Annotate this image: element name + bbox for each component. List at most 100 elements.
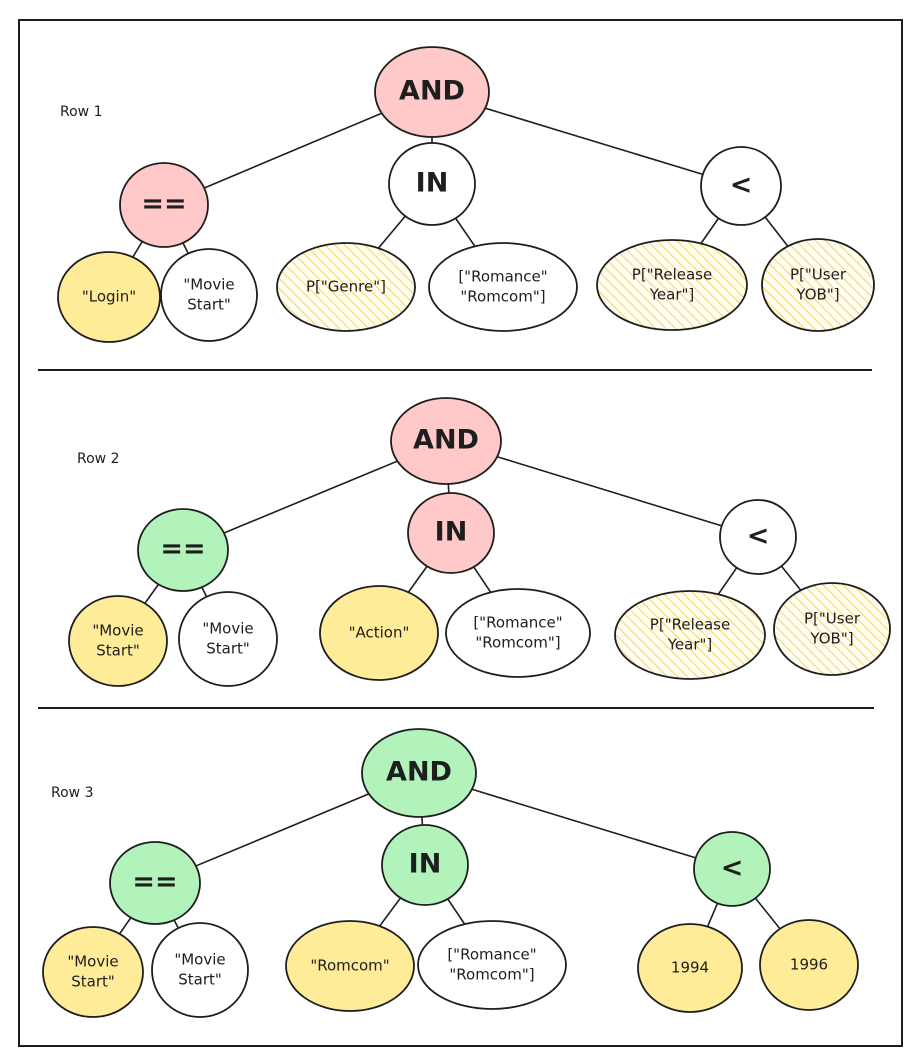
- edge-r1-and-to-r1-lt: [484, 107, 704, 176]
- node-label-r1-list-0: ["Romance": [458, 268, 547, 286]
- node-r1-genre: P["Genre"]: [276, 242, 416, 332]
- node-label-r1-eq-0: ==: [141, 189, 186, 220]
- node-shape-r2-action: [319, 585, 439, 681]
- node-label-r2-moviestart-b-0: "Movie: [202, 620, 253, 638]
- node-label-r1-release-0: P["Release: [632, 266, 712, 284]
- node-label-r2-action-0: "Action": [349, 624, 410, 642]
- edge-r3-eq-to-r3-moviestart-a: [118, 916, 132, 935]
- edge-r1-in-to-r1-genre: [377, 215, 407, 249]
- node-shape-r2-yob: [773, 582, 891, 676]
- node-r1-eq: ==: [119, 162, 209, 248]
- node-shape-r1-and: [374, 46, 490, 138]
- node-r1-in: IN: [388, 142, 476, 226]
- node-shape-r3-romcom: [285, 920, 415, 1012]
- node-label-r3-romcom-0: "Romcom": [310, 957, 389, 975]
- edge-r1-lt-to-r1-release: [700, 217, 720, 245]
- node-shape-r2-and: [390, 397, 502, 485]
- node-shape-r1-lt: [700, 146, 782, 226]
- edge-r1-eq-to-r1-moviestart: [182, 242, 190, 255]
- node-label-r3-list-0: ["Romance": [447, 946, 536, 964]
- node-shape-r3-1994: [637, 923, 743, 1013]
- edge-r3-and-to-r3-eq: [195, 793, 370, 867]
- edge-r1-lt-to-r1-yob: [764, 216, 789, 248]
- node-shape-r1-list: [428, 242, 578, 332]
- edge-r3-and-to-r3-lt: [471, 788, 697, 859]
- node-r2-in: IN: [407, 492, 495, 574]
- row-label-3: Row 3: [51, 785, 93, 801]
- node-r3-list: ["Romance""Romcom"]: [417, 920, 567, 1010]
- edge-r2-in-to-r2-list: [472, 566, 492, 594]
- edge-r2-and-to-r2-lt: [496, 455, 723, 527]
- edge-r3-in-to-r3-romcom: [378, 897, 402, 927]
- node-r3-in: IN: [381, 824, 469, 906]
- node-r3-and: AND: [361, 728, 477, 818]
- node-shape-r3-eq: [109, 841, 201, 925]
- edge-r2-in-to-r2-action: [407, 565, 428, 594]
- node-label-r3-in-0: IN: [409, 849, 442, 880]
- node-shape-r1-genre: [276, 242, 416, 332]
- node-shape-r2-lt: [719, 499, 797, 575]
- edge-r2-eq-to-r2-moviestart-a: [144, 583, 160, 605]
- node-label-r2-moviestart-a-0: "Movie: [92, 622, 143, 640]
- node-label-r1-and-0: AND: [399, 76, 465, 107]
- node-r2-list: ["Romance" "Romcom"]: [445, 588, 591, 678]
- outer-frame: [18, 19, 903, 1047]
- node-shape-r3-1996: [759, 919, 859, 1011]
- node-label-r1-list-1: "Romcom"]: [460, 288, 545, 306]
- node-r1-and: AND: [374, 46, 490, 138]
- node-label-r1-lt-0: <: [730, 170, 753, 201]
- node-label-r2-and-0: AND: [413, 425, 479, 456]
- node-label-r2-lt-0: <: [747, 521, 770, 552]
- edge-r2-and-to-r2-eq: [223, 460, 399, 534]
- node-label-r2-release-1: Year"]: [667, 636, 713, 654]
- edge-r3-eq-to-r3-moviestart-b: [173, 919, 180, 929]
- node-label-r1-yob-1: YOB"]: [795, 286, 839, 304]
- node-shape-r3-and: [361, 728, 477, 818]
- node-r3-1994: 1994: [637, 923, 743, 1013]
- node-label-r3-moviestart-a-0: "Movie: [67, 953, 118, 971]
- edge-r1-eq-to-r1-login: [131, 240, 143, 258]
- node-label-r2-yob-0: P["User: [804, 610, 861, 628]
- node-shape-r3-lt: [693, 831, 771, 907]
- node-r1-list: ["Romance" "Romcom"]: [428, 242, 578, 332]
- node-label-r2-list-1: "Romcom"]: [475, 634, 560, 652]
- row-label-1: Row 1: [60, 104, 102, 120]
- node-label-r3-1994-0: 1994: [671, 959, 709, 977]
- node-r3-romcom: "Romcom": [285, 920, 415, 1012]
- node-label-r1-release-1: Year"]: [649, 286, 695, 304]
- edge-r2-lt-to-r2-release: [717, 566, 738, 596]
- node-shape-r2-moviestart-a: [68, 595, 168, 687]
- edge-r3-in-to-r3-list: [446, 898, 466, 925]
- node-label-r3-and-0: AND: [386, 757, 452, 788]
- nodes: AND==IN<"Login""MovieStart"P["Genre"]["R…: [42, 46, 891, 1018]
- node-label-r2-eq-0: ==: [160, 534, 205, 565]
- node-shape-r1-yob: [761, 238, 875, 332]
- edge-r2-lt-to-r2-yob: [780, 565, 802, 592]
- node-label-r3-moviestart-b-0: "Movie: [174, 951, 225, 969]
- node-label-r1-yob-0: P["User: [790, 266, 847, 284]
- node-label-r3-lt-0: <: [721, 853, 744, 884]
- node-shape-r2-moviestart-b: [178, 591, 278, 687]
- node-shape-r1-eq: [119, 162, 209, 248]
- node-r1-login: "Login": [57, 251, 161, 343]
- node-shape-r2-eq: [137, 508, 229, 592]
- node-label-r2-list-0: ["Romance": [473, 614, 562, 632]
- node-shape-r2-in: [407, 492, 495, 574]
- node-shape-r1-moviestart: [160, 248, 258, 342]
- node-label-r1-in-0: IN: [416, 168, 449, 199]
- node-shape-r2-list: [445, 588, 591, 678]
- node-label-r3-eq-0: ==: [132, 867, 177, 898]
- node-label-r2-release-0: P["Release: [650, 616, 730, 634]
- node-label-r2-yob-1: YOB"]: [809, 630, 853, 648]
- edge-r3-lt-to-r3-1996: [754, 897, 781, 930]
